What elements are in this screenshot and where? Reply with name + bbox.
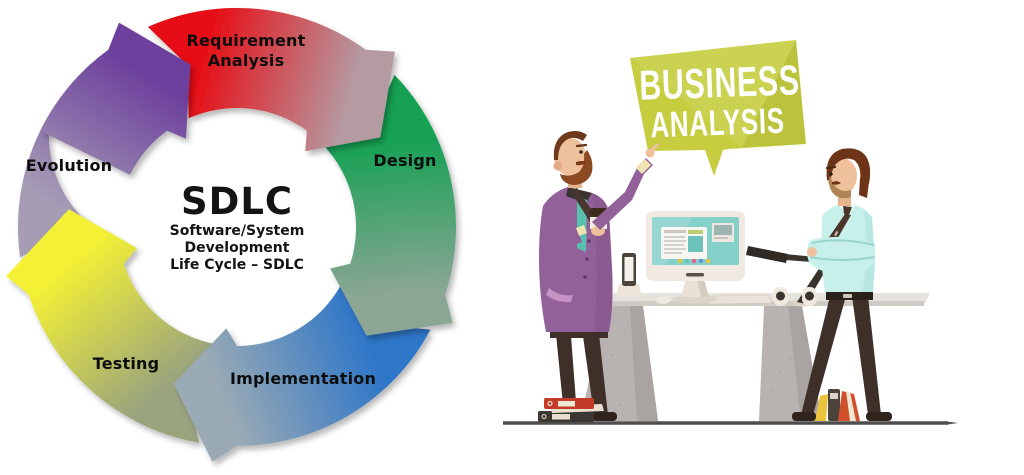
right-person-head: [825, 148, 871, 206]
right-person-shoe: [866, 412, 892, 421]
speech-bubble: BUSINESS ANALYSIS: [630, 40, 806, 176]
floor-binders-left: [538, 398, 604, 422]
diagram-subtitle-line1: Software/System Development: [169, 223, 305, 256]
left-person-head: [553, 131, 593, 188]
right-person-brow: [825, 165, 837, 170]
left-person-pointing-arm: [592, 158, 653, 230]
left-person-cuff: [576, 225, 587, 236]
speech-bubble-sheen: [630, 40, 796, 147]
speech-bubble-shade: [742, 40, 806, 147]
belt-buckle: [843, 294, 852, 298]
business-analysis-illustration: BUSINESS ANALYSIS: [480, 0, 1024, 475]
stage-label-evolution: Evolution: [25, 156, 113, 175]
phone-screen: [624, 257, 634, 281]
mouse: [656, 296, 670, 304]
left-person-ear: [553, 161, 563, 171]
screen-dock-dots: [677, 258, 711, 264]
right-person-beard: [828, 176, 851, 199]
monitor-logo-slot: [686, 273, 704, 277]
stage-label-requirement-analysis: Requirement Analysis: [186, 31, 306, 70]
diagram-subtitle-line2: Life Cycle – SDLC: [170, 257, 304, 273]
cycle-arrow-evolution-tail: [17, 110, 120, 258]
left-person: [539, 131, 659, 421]
cycle-arrow-testing: [6, 209, 217, 443]
sdlc-cycle-diagram: Requirement Analysis Design Implementati…: [0, 0, 480, 475]
speech-bubble-shape: [630, 40, 806, 176]
left-person-brow: [575, 143, 588, 148]
right-person-hand: [807, 247, 817, 257]
screen-window: [661, 227, 707, 259]
diagram-center-text: SDLC Software/System Development Life Cy…: [117, 181, 357, 274]
screen-panel: [712, 223, 734, 242]
cycle-arrow-requirement-analysis: [147, 7, 395, 152]
left-person-leg: [583, 334, 608, 415]
right-person-shoe: [792, 412, 816, 421]
left-person-arm-holding-cup: [541, 210, 582, 256]
stage-label-testing: Testing: [92, 354, 160, 373]
right-person-hair: [826, 148, 871, 184]
left-person-leg: [556, 334, 577, 415]
stage-label-implementation: Implementation: [229, 369, 377, 388]
floor-binders-right: [815, 389, 860, 421]
binder-yellow: [815, 394, 828, 421]
desktop-computer: [646, 211, 745, 304]
right-person-mustache: [832, 181, 841, 185]
right-person-leg: [852, 296, 881, 415]
speech-bubble-line1: BUSINESS: [639, 56, 801, 109]
floor-line: [503, 421, 958, 425]
cycle-arrow-evolution-head: [40, 22, 191, 175]
pointing-arm-cuff: [636, 159, 651, 174]
left-person-shoe: [592, 412, 617, 421]
speech-bubble-line2: ANALYSIS: [650, 101, 786, 146]
tie-clip: [834, 230, 839, 237]
sdlc-cycle-arrows: [6, 7, 457, 462]
phone-stand: [616, 284, 642, 297]
stage-label-design: Design: [373, 151, 437, 170]
lamp-head: [746, 246, 788, 263]
left-person-mustache: [576, 161, 587, 166]
right-person-leg: [801, 296, 846, 415]
left-person-hair: [553, 131, 587, 160]
left-person-beard: [560, 150, 593, 185]
right-person-tie-knot: [843, 206, 852, 215]
illustration-svg: BUSINESS ANALYSIS: [503, 40, 958, 425]
right-person-crossed-arms: [807, 236, 875, 274]
smartphone: [616, 253, 642, 297]
right-person-eye: [829, 172, 833, 176]
left-person-eye: [579, 150, 583, 154]
speakers: [773, 287, 817, 306]
diagram-title: SDLC: [180, 180, 294, 223]
right-person: [792, 148, 892, 421]
cardigan-pocket: [546, 288, 573, 303]
